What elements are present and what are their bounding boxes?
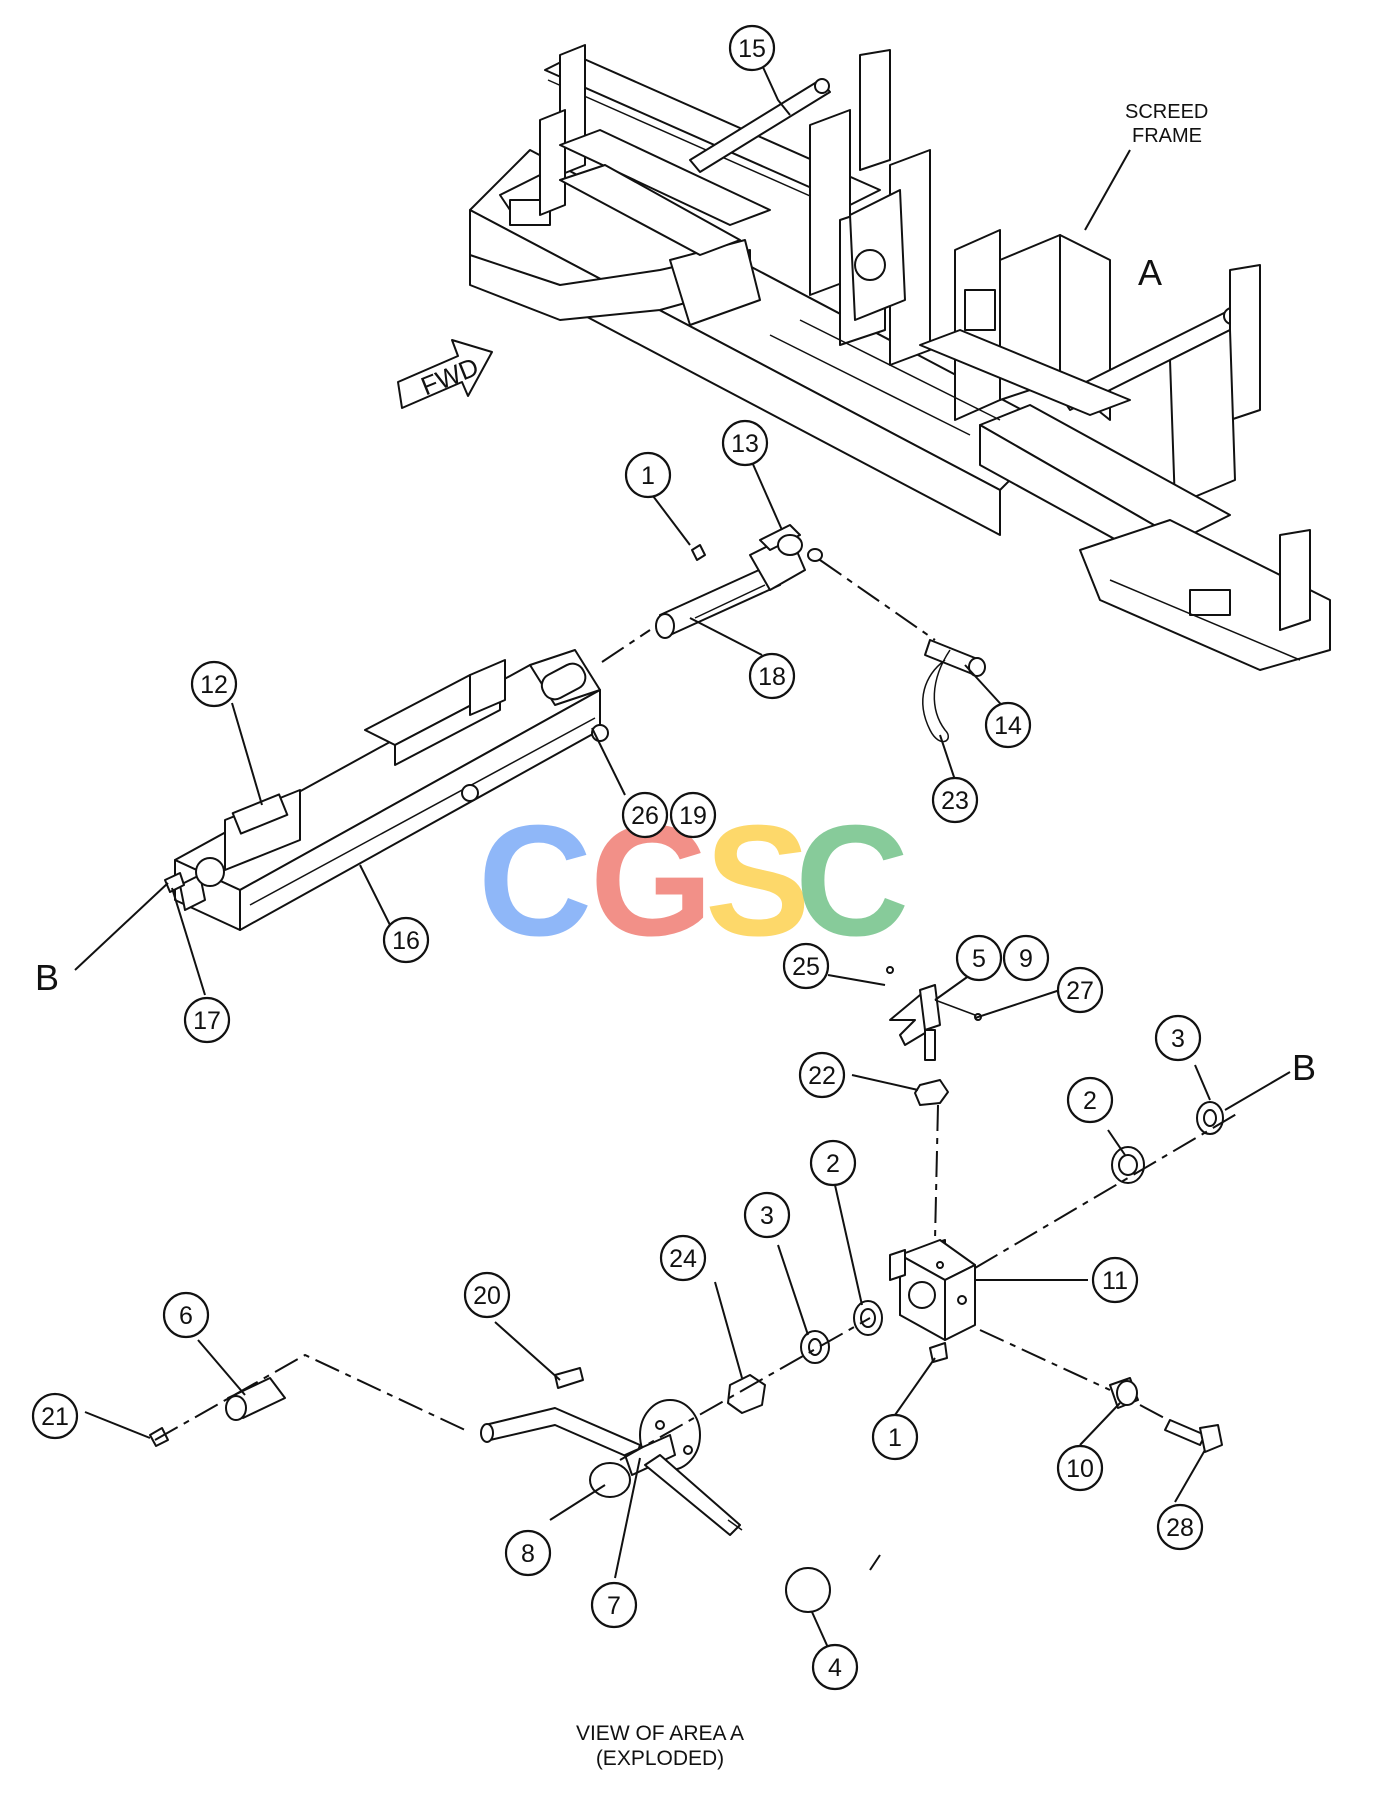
watermark-letter-c1: C <box>478 793 592 969</box>
callout-9: 9 <box>1002 934 1050 982</box>
pin-and-cotter-drawing <box>922 639 986 743</box>
view-caption-line2: (EXPLODED) <box>596 1747 724 1770</box>
callout-4: 4 <box>811 1643 859 1691</box>
callout-5-number: 5 <box>972 945 986 973</box>
callout-5: 5 <box>955 934 1003 982</box>
nut-22-drawing <box>914 1079 949 1106</box>
callout-14-number: 14 <box>994 712 1022 740</box>
ball-knob-4-drawing <box>785 1567 831 1613</box>
callout-15-number: 15 <box>738 35 766 63</box>
callout-3-left: 3 <box>743 1191 791 1239</box>
callout-3-left-number: 3 <box>760 1202 774 1230</box>
lever-drawing <box>886 966 982 1061</box>
callout-10: 10 <box>1056 1444 1104 1492</box>
callout-25-number: 25 <box>792 953 820 981</box>
callout-27: 27 <box>1056 966 1104 1014</box>
bolt-28-drawing <box>1164 1419 1223 1453</box>
callout-26-number: 26 <box>631 802 659 830</box>
callout-4-number: 4 <box>828 1654 842 1682</box>
callout-23: 23 <box>931 776 979 824</box>
callout-19: 19 <box>669 791 717 839</box>
callout-21: 21 <box>31 1392 79 1440</box>
callout-11: 11 <box>1091 1256 1139 1304</box>
callout-7-number: 7 <box>607 1592 621 1620</box>
callout-28: 28 <box>1156 1503 1204 1551</box>
callout-21-number: 21 <box>41 1403 69 1431</box>
callout-6-number: 6 <box>179 1302 193 1330</box>
callout-18: 18 <box>748 652 796 700</box>
callout-15: 15 <box>728 24 776 72</box>
b-label-right: B <box>1292 1047 1316 1088</box>
block-11-drawing <box>889 1239 976 1341</box>
callout-1-bottom-number: 1 <box>888 1424 902 1452</box>
grease-fitting-top-drawing <box>691 544 706 561</box>
callout-25: 25 <box>782 942 830 990</box>
callout-28-number: 28 <box>1166 1514 1194 1542</box>
fwd-arrow: FWD <box>397 339 493 409</box>
callout-2-right-number: 2 <box>1083 1087 1097 1115</box>
area-a-label: A <box>1138 252 1162 293</box>
callout-2-left: 2 <box>809 1139 857 1187</box>
callout-20: 20 <box>463 1271 511 1319</box>
watermark-letter-s: S <box>705 793 810 969</box>
callout-23-number: 23 <box>941 787 969 815</box>
cgsc-watermark: C G S C <box>478 793 909 969</box>
callout-8: 8 <box>504 1529 552 1577</box>
callout-17-number: 17 <box>193 1007 221 1035</box>
callout-1-top: 1 <box>624 451 672 499</box>
nut-24-drawing <box>727 1374 766 1414</box>
callout-8-number: 8 <box>521 1540 535 1568</box>
callout-22: 22 <box>798 1051 846 1099</box>
callout-3-right: 3 <box>1154 1014 1202 1062</box>
callout-2-right: 2 <box>1066 1076 1114 1124</box>
callout-22-number: 22 <box>808 1062 836 1090</box>
callout-13: 13 <box>721 419 769 467</box>
callout-17: 17 <box>183 996 231 1044</box>
callout-27-number: 27 <box>1066 977 1094 1005</box>
callout-26: 26 <box>621 791 669 839</box>
callout-24: 24 <box>659 1234 707 1282</box>
callout-18-number: 18 <box>758 663 786 691</box>
callout-24-number: 24 <box>669 1245 697 1273</box>
callout-7: 7 <box>590 1581 638 1629</box>
callout-9-number: 9 <box>1019 945 1033 973</box>
callout-6: 6 <box>162 1291 210 1339</box>
screed-frame-label-line2: FRAME <box>1132 125 1202 147</box>
screed-frame-drawing <box>469 44 1331 671</box>
hydraulic-cylinder-drawing <box>164 649 609 931</box>
b-label-left: B <box>35 957 59 998</box>
callout-10-number: 10 <box>1066 1455 1094 1483</box>
callout-1-top-number: 1 <box>641 462 655 490</box>
callout-12: 12 <box>190 660 238 708</box>
screed-frame-label-line1: SCREED <box>1125 101 1208 123</box>
view-caption-line1: VIEW OF AREA A <box>576 1722 744 1745</box>
callout-12-number: 12 <box>200 671 228 699</box>
callout-2-left-number: 2 <box>826 1150 840 1178</box>
rod-and-clevis-drawing <box>655 524 823 639</box>
callout-16: 16 <box>382 916 430 964</box>
callout-14: 14 <box>984 701 1032 749</box>
bushing-10-drawing <box>1109 1377 1139 1409</box>
callout-16-number: 16 <box>392 927 420 955</box>
callout-13-number: 13 <box>731 430 759 458</box>
callout-3-right-number: 3 <box>1171 1025 1185 1053</box>
grease-fitting-bottom-drawing <box>929 1342 948 1363</box>
callout-11-number: 11 <box>1102 1267 1128 1295</box>
callout-20-number: 20 <box>473 1282 501 1310</box>
pin-6-drawing <box>225 1377 286 1421</box>
callout-19-number: 19 <box>679 802 707 830</box>
callout-1-bottom: 1 <box>871 1413 919 1461</box>
watermark-letter-c2: C <box>795 793 909 969</box>
